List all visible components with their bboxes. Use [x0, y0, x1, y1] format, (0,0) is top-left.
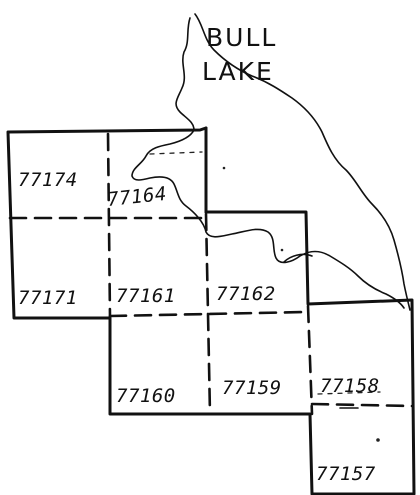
- tract-label: 77159: [222, 377, 282, 399]
- lake-shoreline-west: [131, 17, 405, 309]
- map-speck-2: [222, 166, 226, 170]
- lake-name-line-2: LAKE: [202, 57, 274, 86]
- tract-label: 77171: [18, 287, 78, 309]
- tract-label: 77158: [320, 375, 380, 397]
- tract-label: 77157: [316, 463, 376, 485]
- dashed-line-col-1: [106, 132, 112, 320]
- lake-shoreline-east: [194, 13, 411, 311]
- dashed-line-row-3: [310, 402, 414, 408]
- dotted-guide-1: [149, 151, 203, 155]
- tract-label: 77160: [116, 385, 176, 407]
- tract-label: 77161: [116, 285, 176, 307]
- tract-label: 77162: [216, 283, 276, 305]
- lake-name-line-1: BULL: [206, 23, 277, 52]
- map-speck-1: [376, 438, 380, 442]
- tract-label: 77174: [18, 169, 78, 191]
- dashed-line-row-2: [108, 310, 308, 318]
- map-speck-3: [280, 248, 284, 252]
- lake-inner-shore: [283, 253, 313, 263]
- dashed-line-col-3: [306, 304, 314, 416]
- dotted-guide-2: [317, 391, 381, 395]
- tract-label: 77164: [106, 183, 168, 211]
- dashed-line-col-2: [204, 212, 212, 416]
